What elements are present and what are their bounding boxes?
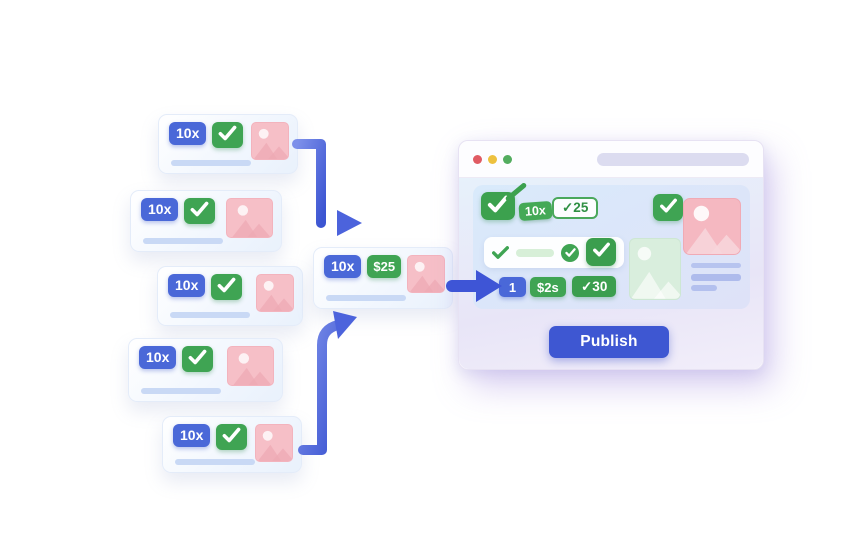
- final-count-badge: ✓30: [572, 276, 617, 297]
- publish-button[interactable]: Publish: [549, 326, 669, 358]
- check-icon: [564, 244, 576, 262]
- check-icon: [218, 125, 237, 146]
- progress-bar: [170, 312, 250, 318]
- check-badge: [184, 198, 216, 224]
- image-placeholder-icon: [226, 198, 273, 238]
- browser-titlebar: [459, 141, 763, 178]
- progress-bar-green: [516, 248, 554, 257]
- text-line: [691, 263, 741, 268]
- minimize-dot-icon: [488, 154, 497, 164]
- source-card: 10x: [128, 338, 283, 402]
- price-badge: $25: [367, 255, 402, 278]
- source-card: 10x: [158, 114, 298, 174]
- check-icon: [592, 242, 611, 262]
- check-icon: [188, 349, 207, 370]
- progress-bar: [326, 295, 406, 301]
- step-index-badge: 1: [499, 277, 526, 297]
- maximize-dot-icon: [503, 154, 512, 164]
- check-icon: [190, 201, 209, 222]
- approved-count-badge: ✓25: [552, 197, 599, 219]
- image-placeholder-icon: [255, 424, 293, 462]
- browser-content: 10x ✓25 1 $2s ✓30: [459, 178, 763, 369]
- progress-bar: [175, 459, 255, 465]
- square-check-badge: [586, 237, 616, 266]
- check-badge: [653, 194, 683, 221]
- browser-window: 10x ✓25 1 $2s ✓30: [458, 140, 764, 370]
- url-bar: [597, 152, 749, 166]
- check-icon: [492, 246, 509, 259]
- item-card: [484, 237, 624, 268]
- close-dot-icon: [473, 154, 482, 164]
- check-tail-icon: [505, 183, 527, 206]
- check-icon: [217, 277, 236, 298]
- multiplier-badge: 10x: [141, 198, 179, 221]
- check-icon: [222, 427, 241, 448]
- image-placeholder-icon: [407, 255, 446, 293]
- text-line: [691, 274, 741, 281]
- check-badge: [212, 122, 244, 148]
- source-card: 10x: [157, 266, 303, 326]
- multiplier-badge: 10x: [324, 255, 362, 278]
- pink-image-placeholder-icon: [683, 198, 741, 255]
- green-image-placeholder-icon: [629, 238, 681, 300]
- check-badge: [182, 346, 214, 372]
- check-icon: [487, 195, 509, 218]
- check-badge: [216, 424, 248, 450]
- multiplier-badge: 10x: [173, 424, 211, 447]
- multiplier-badge: 10x: [139, 346, 177, 369]
- check-badge: [211, 274, 243, 300]
- source-card: 10x: [162, 416, 302, 473]
- image-placeholder-icon: [227, 346, 274, 386]
- source-card: 10x: [130, 190, 282, 252]
- progress-bar: [141, 388, 221, 394]
- check-icon: [659, 198, 678, 218]
- flow-arrow-top: [286, 139, 362, 236]
- merge-card: 10x $25: [313, 247, 453, 309]
- feed-panel: 10x ✓25 1 $2s ✓30: [473, 183, 750, 309]
- multiplier-tag-badge: 10x: [518, 200, 553, 222]
- price-badge: $2s: [530, 277, 566, 297]
- multiplier-badge: 10x: [168, 274, 206, 297]
- big-check-badge: [481, 183, 527, 220]
- image-placeholder-icon: [256, 274, 294, 312]
- multiplier-badge: 10x: [169, 122, 207, 145]
- circle-check-badge: [561, 243, 579, 262]
- progress-bar: [143, 238, 223, 244]
- progress-bar: [171, 160, 251, 166]
- text-line: [691, 285, 717, 291]
- image-placeholder-icon: [251, 122, 289, 160]
